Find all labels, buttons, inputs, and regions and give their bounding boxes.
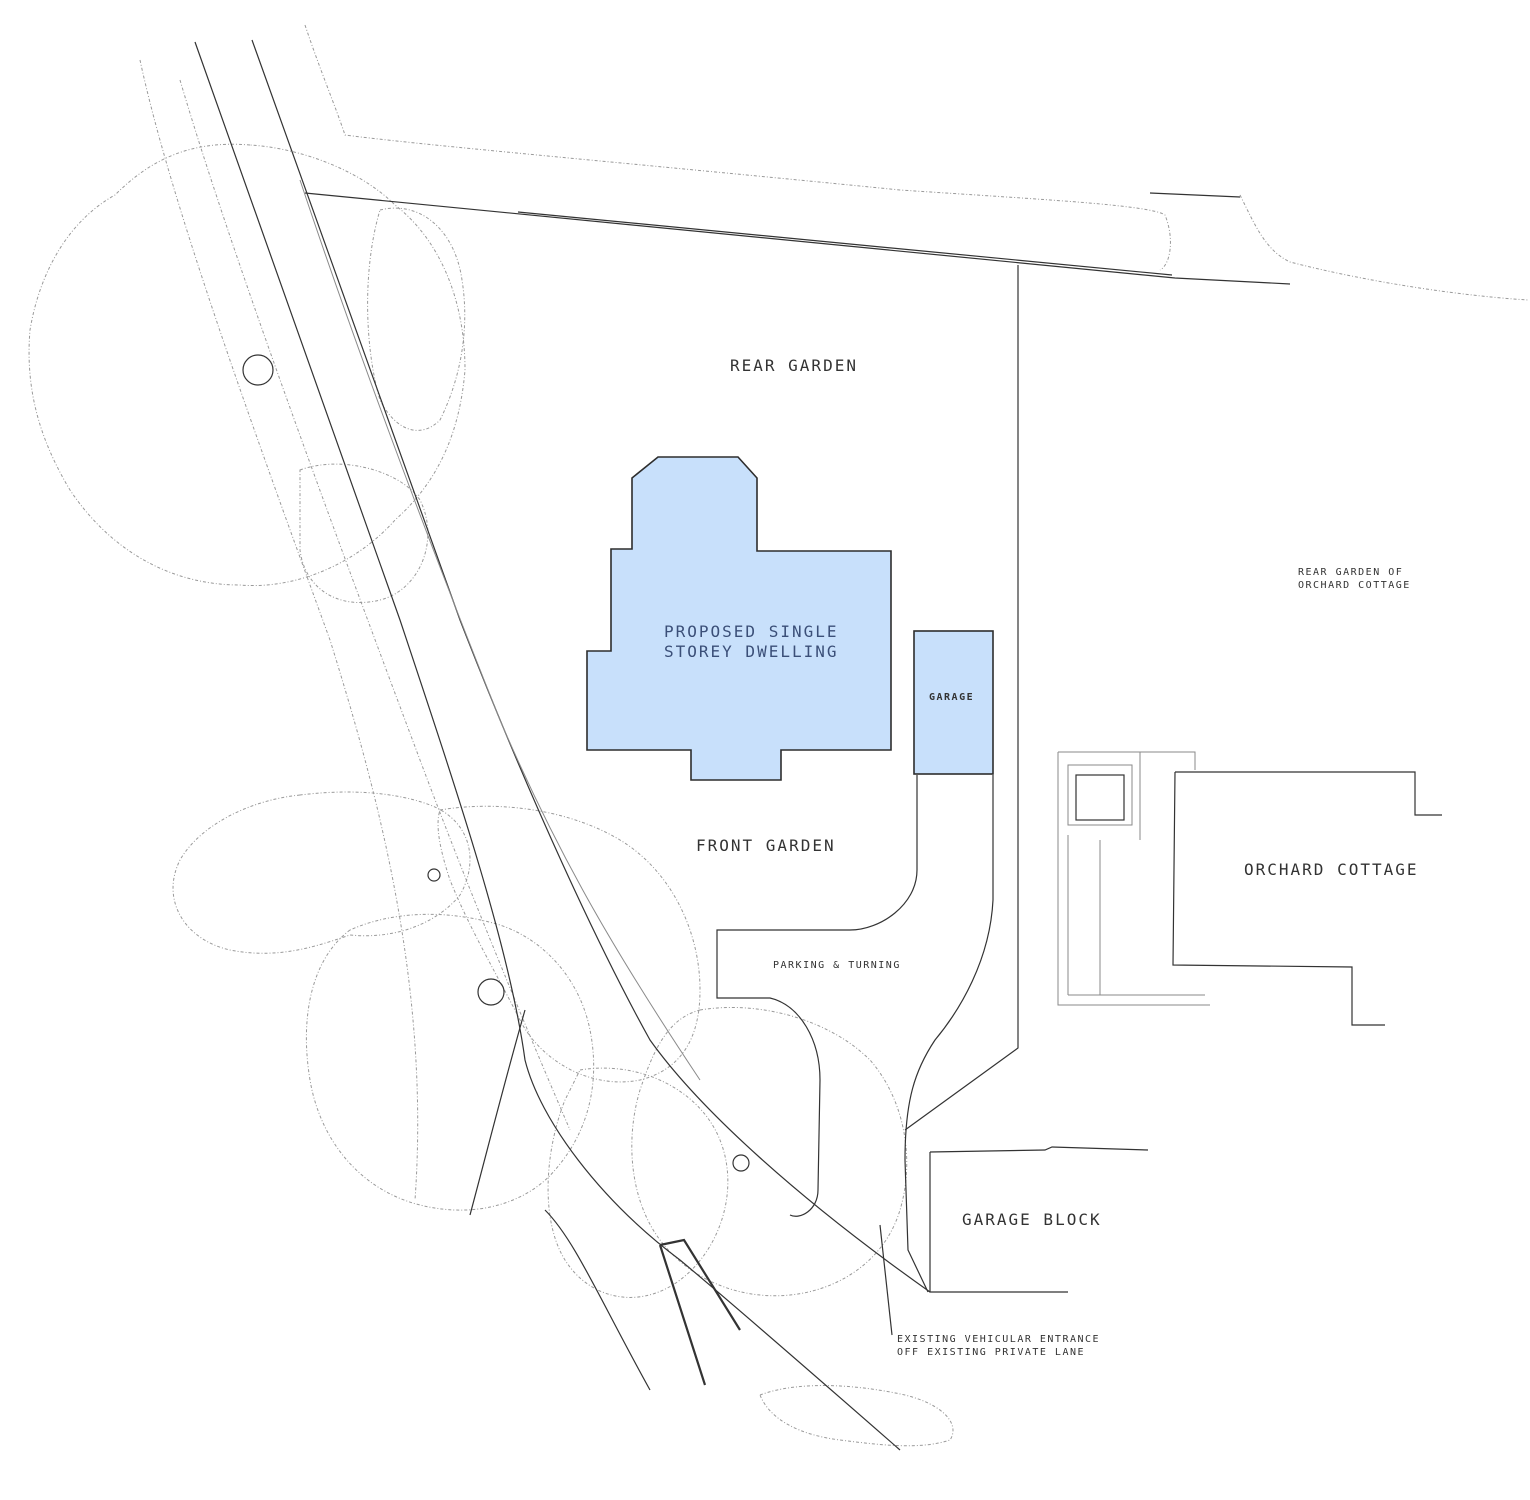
- entrance-label: EXISTING VEHICULAR ENTRANCE OFF EXISTING…: [897, 1334, 1101, 1358]
- entrance-line: [879, 1224, 893, 1336]
- gate-post: [658, 1238, 741, 1386]
- drive-east: [904, 775, 994, 1293]
- lane-edge-west: [194, 41, 901, 1451]
- tree-canopy-nw: [28, 143, 466, 587]
- tree-canopy-sw: [305, 913, 595, 1211]
- path-s: [544, 1209, 651, 1391]
- proposed-dwelling-outline: [586, 456, 892, 781]
- garage-block-label: GARAGE BLOCK: [962, 1210, 1102, 1229]
- outbuilding-box: [1075, 774, 1125, 821]
- orchard-cottage-outline: [1172, 771, 1442, 1026]
- path-sw: [469, 1009, 526, 1216]
- rear-garden-label: REAR GARDEN: [730, 356, 858, 375]
- garage-outline: [913, 630, 994, 775]
- hedge-west-2: [179, 79, 571, 1131]
- tree-canopy-s2: [547, 1067, 729, 1298]
- east-boundary: [904, 265, 1019, 1131]
- tree-trunk-3: [477, 978, 505, 1006]
- front-garden-label: FRONT GARDEN: [696, 836, 836, 855]
- outbuilding-outline: [1057, 751, 1210, 1006]
- orchard-cottage-buildings: [929, 751, 1442, 1293]
- tree-trunk-4: [732, 1154, 750, 1172]
- garage-label: GARAGE: [929, 692, 975, 703]
- north-boundary: [304, 192, 1291, 285]
- north-boundary-inner: [517, 211, 1173, 276]
- tree-canopy-w: [172, 791, 471, 954]
- lane-inner-line: [299, 179, 701, 1081]
- garage-block-outline: [929, 1146, 1149, 1293]
- tree-trunk-1: [242, 354, 274, 386]
- orchard-cottage-label: ORCHARD COTTAGE: [1244, 860, 1419, 879]
- hedge-west-1: [139, 59, 419, 1201]
- tree-canopies: [28, 24, 1529, 1447]
- driveway: [716, 775, 994, 1336]
- proposed-buildings: [586, 456, 994, 781]
- lane-edge-east: [251, 39, 931, 1293]
- rear-garden-orchard-label: REAR GARDEN OF ORCHARD COTTAGE: [1298, 567, 1411, 591]
- drive-west: [716, 775, 918, 1217]
- parking-label: PARKING & TURNING: [773, 960, 901, 971]
- proposed-dwelling-label: PROPOSED SINGLE STOREY DWELLING: [664, 622, 839, 661]
- tree-canopy-s: [437, 805, 701, 1083]
- tree-trunk-2: [427, 868, 441, 882]
- tree-canopy-n: [367, 207, 466, 431]
- site-boundary: [304, 192, 1291, 1131]
- lane-edges: [194, 39, 931, 1451]
- tree-canopy-bottom: [759, 1385, 954, 1447]
- tree-canopy-se: [631, 1007, 908, 1297]
- tree-trunks: [242, 354, 750, 1172]
- hedge-northeast: [1239, 194, 1529, 301]
- outbuilding-box-outer: [1067, 764, 1133, 826]
